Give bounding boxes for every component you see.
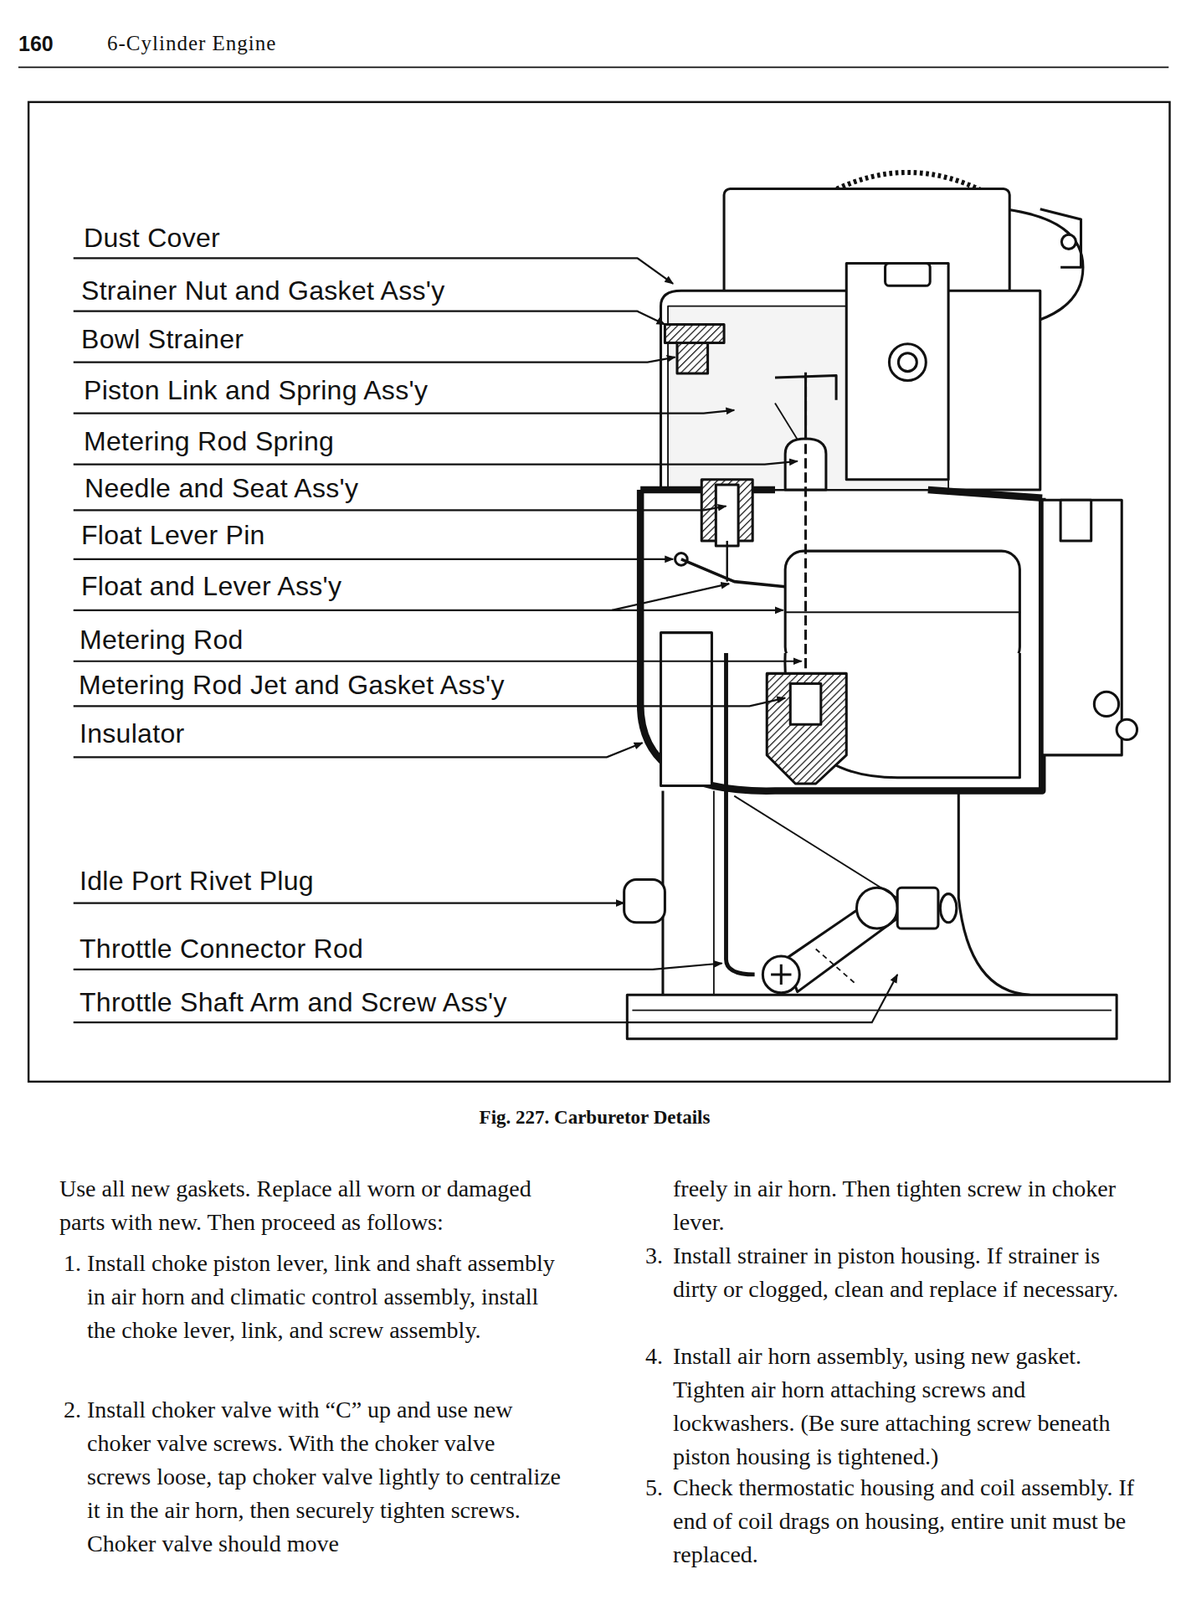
leader-lines	[73, 257, 898, 1022]
part-name: Metering Rod Spring	[83, 426, 334, 457]
part-name: Bowl Strainer	[81, 323, 244, 355]
figure-caption: Fig. 227. Carburetor Details	[288, 1105, 901, 1130]
part-name: Piston Link and Spring Ass'y	[83, 374, 428, 406]
page-rule	[18, 66, 1169, 68]
part-name: Metering Rod Jet and Gasket Ass'y	[78, 669, 505, 700]
part-name: Strainer Nut and Gasket Ass'y	[81, 275, 446, 306]
part-name: Throttle Connector Rod	[79, 933, 364, 964]
part-name: Float Lever Pin	[81, 519, 266, 550]
step-number: 1.	[63, 1246, 82, 1280]
step-text: Install strainer in piston housing. If s…	[672, 1238, 1151, 1306]
body-paragraph: Use all new gaskets. Replace all worn or…	[59, 1171, 561, 1239]
step-number: 4.	[645, 1339, 663, 1373]
running-head: 6-Cylinder Engine	[107, 30, 277, 57]
part-name: Insulator	[79, 718, 185, 749]
figure-frame	[28, 102, 1170, 1082]
part-name: Needle and Seat Ass'y	[84, 472, 359, 504]
step-text: freely in air horn. Then tighten screw i…	[672, 1171, 1151, 1239]
part-name: Metering Rod	[79, 624, 244, 655]
part-name: Throttle Shaft Arm and Screw Ass'y	[79, 986, 508, 1017]
step-text: Check thermostatic housing and coil asse…	[672, 1470, 1151, 1572]
step-number: 2.	[63, 1392, 82, 1427]
part-name: Float and Lever Ass'y	[81, 570, 342, 601]
part-name: Idle Port Rivet Plug	[79, 865, 314, 896]
step-text: Install choke piston lever, link and sha…	[87, 1246, 562, 1347]
carburetor-drawing	[624, 172, 1138, 1039]
page-number: 160	[18, 30, 54, 57]
step-text: Install choker valve with “C” up and use…	[87, 1392, 562, 1561]
step-number: 3.	[645, 1238, 663, 1273]
step-number: 5.	[645, 1470, 663, 1505]
step-text: Install air horn assembly, using new gas…	[672, 1339, 1151, 1474]
part-name: Dust Cover	[83, 222, 221, 253]
